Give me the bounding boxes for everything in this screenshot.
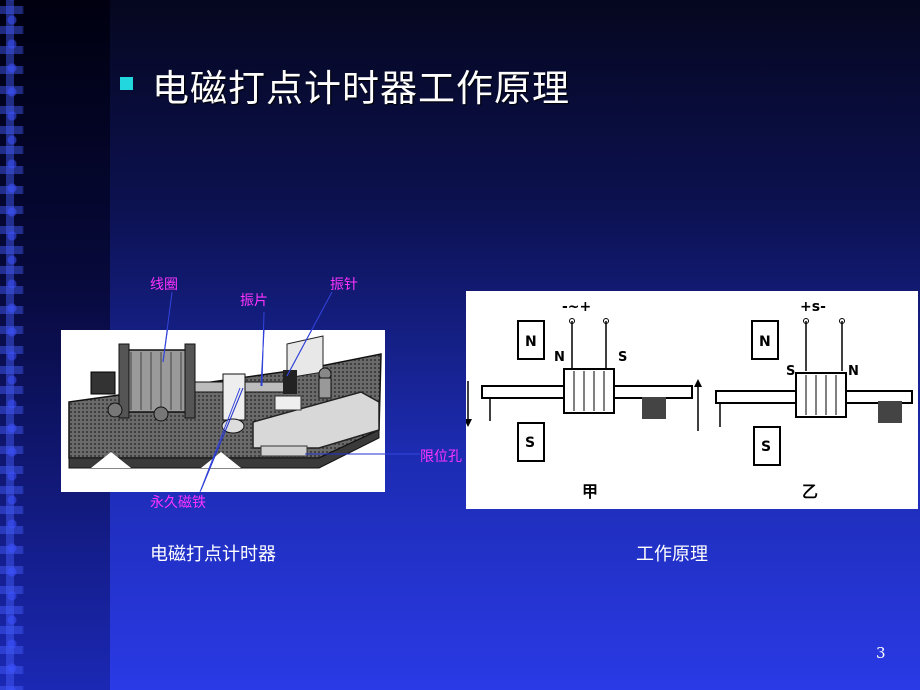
- left-magnet-top: N: [525, 334, 537, 350]
- page-number: 3: [876, 644, 886, 662]
- side-dot-pattern: [0, 0, 24, 690]
- left-pole-left: N: [554, 350, 565, 365]
- principle-caption: 工作原理: [636, 544, 708, 565]
- label-vibrating-plate: 振片: [240, 293, 268, 309]
- diagram-left: -~+ N N S S 甲: [464, 299, 693, 501]
- device-caption: 电磁打点计时器: [150, 544, 276, 565]
- right-top-signs: +s-: [800, 299, 826, 315]
- right-diagram-label: 乙: [802, 482, 818, 501]
- left-pole-right: S: [618, 350, 627, 365]
- principle-diagram-image: -~+ N N S S 甲 +s-: [464, 291, 918, 509]
- left-diagram-label: 甲: [582, 482, 598, 501]
- right-pole-left: S: [786, 364, 795, 379]
- right-pole-right: N: [848, 364, 859, 379]
- diagram-right: +s- N S N S 乙: [694, 299, 913, 501]
- title-bullet-icon: [120, 77, 133, 90]
- right-magnet-bottom: S: [761, 439, 771, 455]
- right-magnet-top: N: [759, 334, 771, 350]
- principle-diagram-drawing: -~+ N N S S 甲 +s-: [464, 299, 913, 501]
- label-limit-hole: 限位孔: [420, 449, 462, 465]
- left-magnet-bottom: S: [525, 435, 535, 451]
- label-permanent-magnet: 永久磁铁: [150, 495, 206, 511]
- slide-title: 电磁打点计时器工作原理: [152, 67, 570, 110]
- timer-device-drawing: [68, 289, 385, 491]
- timer-device-image: [61, 289, 385, 492]
- left-top-signs: -~+: [562, 299, 591, 315]
- label-needle: 振针: [330, 277, 358, 293]
- label-coil: 线圈: [150, 277, 178, 293]
